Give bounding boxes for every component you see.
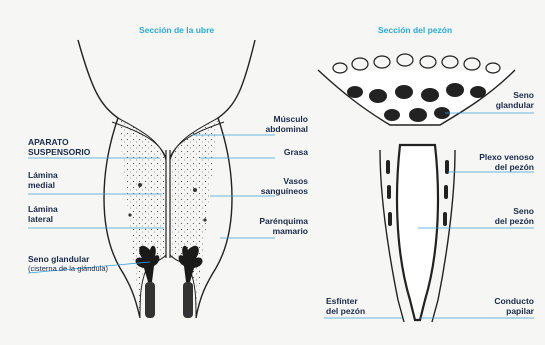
label-lamina-lateral: Lámina lateral: [28, 204, 58, 224]
label-seno-glandular-line1: Seno: [460, 90, 534, 100]
label-seno-pezon-line1: Seno: [460, 206, 534, 216]
label-vasos-line2: sanguíneos: [236, 186, 308, 196]
title-teat: Sección del pezón: [378, 25, 452, 35]
udder-section: [78, 40, 255, 318]
label-grasa: Grasa: [236, 147, 308, 157]
title-udder: Sección de la ubre: [139, 25, 214, 35]
label-conducto-line1: Conducto: [460, 296, 534, 306]
label-aparato-line2: SUSPENSORIO: [28, 147, 90, 157]
label-vasos-line1: Vasos: [236, 176, 308, 186]
label-plexo-line2: del pezón: [460, 162, 534, 172]
label-musculo-abdominal: Músculo abdominal: [236, 114, 308, 134]
label-lamina-medial: Lámina medial: [28, 170, 58, 190]
label-conducto-papilar: Conducto papilar: [460, 296, 534, 316]
label-parenquima-mamario: Parénquima mamario: [236, 216, 308, 236]
label-esfinter: Esfínter del pezón: [326, 296, 365, 316]
label-lamina-medial-line2: medial: [28, 180, 58, 190]
label-esfinter-line2: del pezón: [326, 306, 365, 316]
label-seno-glandular-text: Seno glandular: [28, 254, 108, 264]
label-lamina-medial-line1: Lámina: [28, 170, 58, 180]
label-conducto-line2: papilar: [460, 306, 534, 316]
label-seno-glandular-udder: Seno glandular (cisterna de la glándula): [28, 254, 108, 274]
label-musculo-line2: abdominal: [236, 124, 308, 134]
label-lamina-lateral-line2: lateral: [28, 214, 58, 224]
label-cisterna: (cisterna de la glándula): [28, 264, 108, 274]
label-aparato-suspensorio: APARATO SUSPENSORIO: [28, 137, 90, 157]
label-musculo-line1: Músculo: [236, 114, 308, 124]
label-parenquima-line2: mamario: [236, 226, 308, 236]
label-aparato-line1: APARATO: [28, 137, 90, 147]
label-esfinter-line1: Esfínter: [326, 296, 365, 306]
label-parenquima-line1: Parénquima: [236, 216, 308, 226]
label-seno-pezon-line2: del pezón: [460, 216, 534, 226]
label-vasos-sanguineos: Vasos sanguíneos: [236, 176, 308, 196]
label-seno-glandular-teat: Seno glandular: [460, 90, 534, 110]
label-plexo-venoso: Plexo venoso del pezón: [460, 152, 534, 172]
label-grasa-text: Grasa: [236, 147, 308, 157]
label-seno-pezon: Seno del pezón: [460, 206, 534, 226]
label-plexo-line1: Plexo venoso: [460, 152, 534, 162]
label-lamina-lateral-line1: Lámina: [28, 204, 58, 214]
label-seno-glandular-line2: glandular: [460, 100, 534, 110]
